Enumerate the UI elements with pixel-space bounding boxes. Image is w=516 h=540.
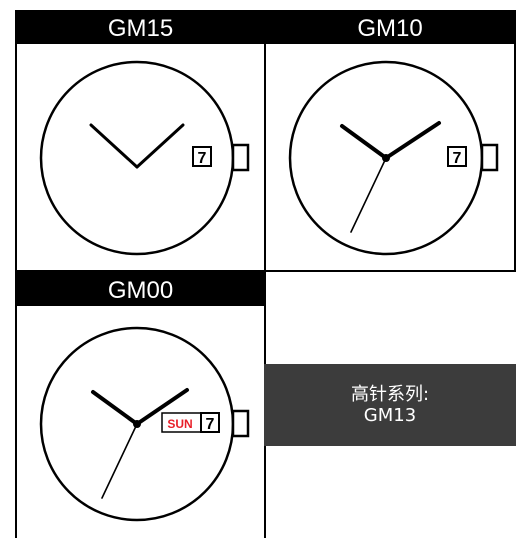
movement-title: GM00 [17,274,264,306]
date-number: 7 [198,150,207,167]
center-pin [382,154,390,162]
movement-title: GM15 [17,12,264,44]
second-hand [101,423,138,499]
minute-hand [384,121,441,160]
crown [231,143,250,172]
series-note-line2: GM13 [363,405,417,426]
hour-hand [340,124,388,160]
hour-hand [89,123,139,169]
date-window [447,146,467,167]
series-note-line1: 高针系列: [350,384,430,405]
hour-hand [91,390,139,426]
watch-dial-diagram: SUN 7 [39,326,250,522]
watch-dial-diagram: 7 [39,60,250,256]
date-window [192,146,212,167]
date-number: 7 [206,416,215,433]
center-pin [133,420,141,428]
movement-title: GM10 [266,12,514,44]
crown [231,409,250,438]
crown [480,143,499,172]
date-window [200,412,220,433]
minute-hand [135,123,185,169]
second-hand [350,157,387,233]
minute-hand [135,388,189,426]
watch-dial-diagram: 7 [288,60,499,256]
date-number: 7 [453,150,462,167]
series-note: 高针系列: GM13 [264,364,516,446]
day-label: SUN [167,417,192,431]
movement-panel-gm15: GM15 7 [15,10,266,272]
movement-panel-gm00: GM00 SUN 7 [15,272,266,538]
movement-panel-gm10: GM10 7 [264,10,516,272]
